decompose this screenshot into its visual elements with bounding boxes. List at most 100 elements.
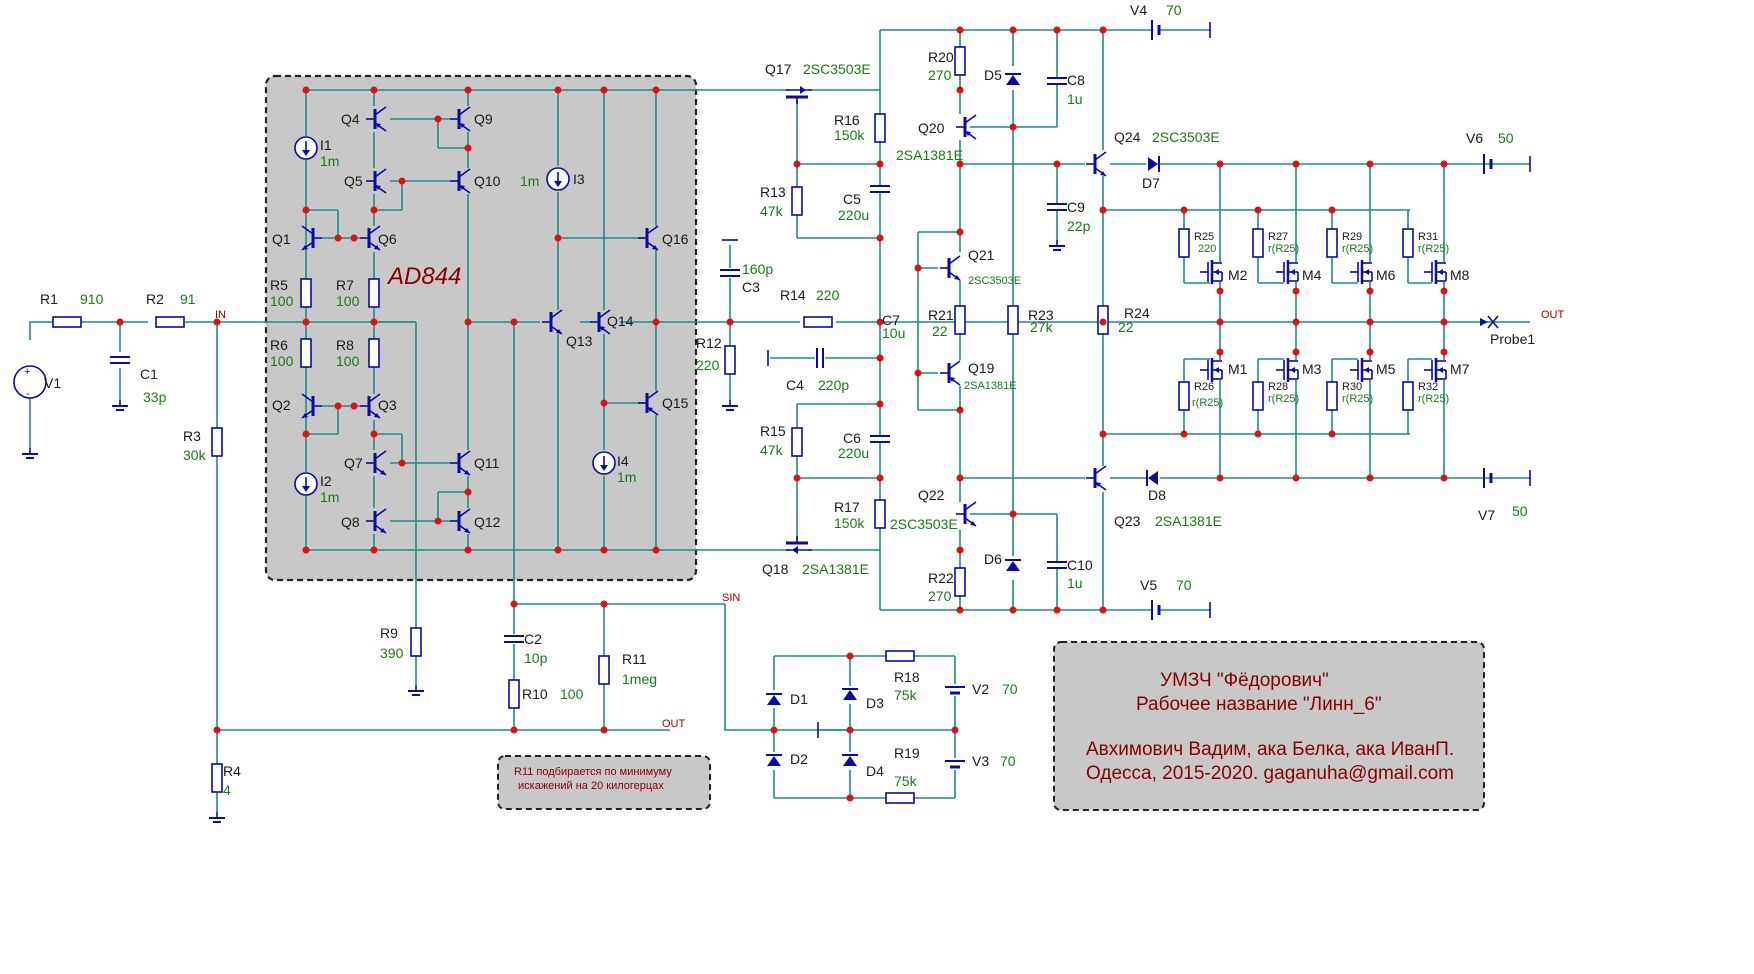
c4-value: 220p xyxy=(818,377,849,393)
d5-diode xyxy=(1004,73,1022,86)
r7-resistor xyxy=(368,278,380,308)
r24-ref: R24 xyxy=(1124,305,1150,321)
v2-source xyxy=(943,685,967,695)
m7-ref: M7 xyxy=(1450,361,1470,377)
c3-capacitor xyxy=(719,269,741,277)
c4-capacitor xyxy=(816,347,824,369)
ground-symbol xyxy=(208,811,226,823)
c9-value: 22p xyxy=(1067,218,1091,234)
r14-resistor xyxy=(803,316,833,328)
d7-diode xyxy=(1147,155,1160,173)
info-line-4: Одесса, 2015-2020. gaganuha@gmail.com xyxy=(1086,763,1454,784)
q15-ref: Q15 xyxy=(662,395,689,411)
r3-resistor xyxy=(211,427,223,457)
c2-value: 10p xyxy=(524,650,548,666)
r10-ref: R10 xyxy=(522,686,548,702)
i3-value: 1m xyxy=(520,173,539,189)
v3-source xyxy=(943,759,967,769)
v5-ref: V5 xyxy=(1140,577,1157,593)
r12-ref: R12 xyxy=(696,335,722,351)
m1-mosfet xyxy=(1198,356,1224,384)
m6-ref: M6 xyxy=(1376,267,1396,283)
r19-resistor xyxy=(885,792,915,804)
r16-ref: R16 xyxy=(834,112,860,128)
r8-resistor xyxy=(368,338,380,368)
r20-value: 270 xyxy=(928,67,952,83)
q23-value: 2SA1381E xyxy=(1155,513,1222,529)
r31-value: r(R25) xyxy=(1418,243,1449,255)
m4-mosfet xyxy=(1274,258,1300,286)
q5-ref: Q5 xyxy=(344,173,363,189)
i3-current-source xyxy=(546,167,570,191)
wires xyxy=(29,29,1530,812)
q21-transistor xyxy=(938,254,962,282)
d3-ref: D3 xyxy=(866,695,884,711)
r29-value: r(R25) xyxy=(1342,243,1373,255)
d8-diode xyxy=(1146,469,1159,487)
component-labels: V1 R1 910 R2 91 C1 33p R3 30k R4 4 R5 10… xyxy=(40,2,1535,798)
v6-ref: V6 xyxy=(1466,130,1483,146)
r18-value: 75k xyxy=(894,687,918,703)
r24-value: 22 xyxy=(1118,319,1134,335)
c1-capacitor xyxy=(109,356,131,364)
q24-ref: Q24 xyxy=(1114,129,1141,145)
d4-diode xyxy=(841,754,859,767)
q21-ref: Q21 xyxy=(968,247,995,263)
r20-ref: R20 xyxy=(928,49,954,65)
r18-resistor xyxy=(885,650,915,662)
q22-ref: Q22 xyxy=(918,487,945,503)
m2-ref: M2 xyxy=(1228,267,1248,283)
c6-capacitor xyxy=(869,435,891,443)
r25-resistor xyxy=(1178,228,1190,258)
c5-ref: C5 xyxy=(843,191,861,207)
q16-ref: Q16 xyxy=(662,231,689,247)
c2-ref: C2 xyxy=(524,631,542,647)
r18-ref: R18 xyxy=(894,669,920,685)
r17-ref: R17 xyxy=(834,499,860,515)
r10-resistor xyxy=(508,679,520,709)
q23-transistor xyxy=(1084,464,1108,492)
q24-value: 2SC3503E xyxy=(1152,129,1220,145)
v4-value: 70 xyxy=(1166,2,1182,18)
q8-ref: Q8 xyxy=(341,514,360,530)
r2-resistor xyxy=(155,316,185,328)
r23-ref: R23 xyxy=(1028,307,1054,323)
v1-ref: V1 xyxy=(44,375,61,391)
r16-resistor xyxy=(874,113,886,143)
r6-value: 100 xyxy=(270,353,294,369)
r32-value: r(R25) xyxy=(1418,393,1449,405)
v5-value: 70 xyxy=(1176,577,1192,593)
i4-ref: I4 xyxy=(617,453,629,469)
r6-resistor xyxy=(300,338,312,368)
r13-ref: R13 xyxy=(760,184,786,200)
c10-ref: C10 xyxy=(1067,557,1093,573)
v4-ref: V4 xyxy=(1130,2,1147,18)
q21-value: 2SC3503E xyxy=(968,275,1021,287)
r5-resistor xyxy=(300,278,312,308)
r1-resistor xyxy=(52,316,82,328)
note-line-1: R11 подбирается по минимуму xyxy=(514,766,672,778)
c1-value: 33p xyxy=(143,389,167,405)
d5-ref: D5 xyxy=(984,67,1002,83)
d6-diode xyxy=(1004,559,1022,572)
q14-ref: Q14 xyxy=(607,313,634,329)
d2-diode xyxy=(765,754,783,767)
d2-ref: D2 xyxy=(790,751,808,767)
q18-ref: Q18 xyxy=(762,561,789,577)
svg-text:+: + xyxy=(24,366,30,378)
m3-mosfet xyxy=(1274,356,1300,384)
c10-capacitor xyxy=(1046,561,1068,569)
r31-resistor xyxy=(1402,228,1414,258)
r21-value: 22 xyxy=(932,323,948,339)
m8-ref: M8 xyxy=(1450,267,1470,283)
m5-mosfet xyxy=(1348,356,1374,384)
i2-ref: I2 xyxy=(320,473,332,489)
r3-value: 30k xyxy=(183,447,207,463)
c6-ref: C6 xyxy=(843,430,861,446)
c7-ref: C7 xyxy=(882,312,900,328)
r9-value: 390 xyxy=(380,645,404,661)
m7-mosfet xyxy=(1422,356,1448,384)
r17-resistor xyxy=(874,499,886,529)
m8-mosfet xyxy=(1422,258,1448,286)
info-line-1: УМЗЧ "Фёдорович" xyxy=(1160,670,1329,691)
